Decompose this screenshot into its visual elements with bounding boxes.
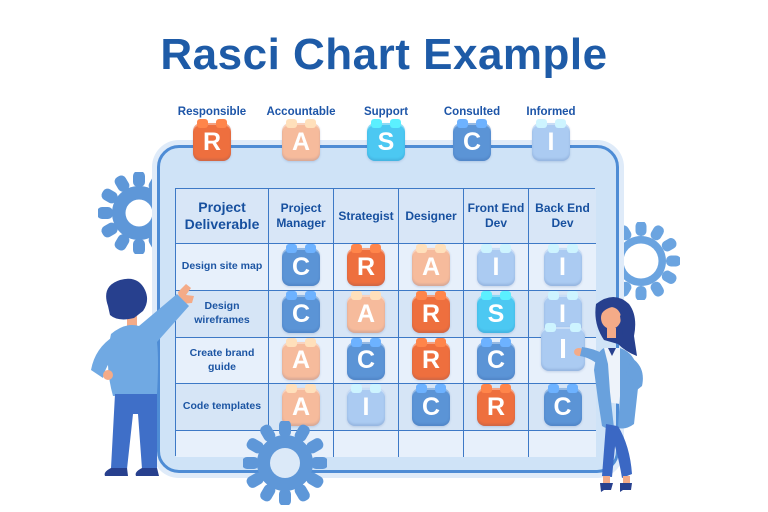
matrix-cell: R	[399, 338, 464, 384]
legend-item-informed: Informed I	[491, 106, 611, 161]
legend-tile-r: R	[193, 123, 231, 161]
matrix-cell: A	[334, 291, 399, 338]
legend-tile-c: C	[453, 123, 491, 161]
header-cell-project-manager: Project Manager	[269, 189, 334, 244]
role-tile: I	[543, 248, 582, 286]
matrix-cell: I	[529, 244, 596, 291]
matrix-cell: C	[269, 244, 334, 291]
role-tile: R	[347, 248, 385, 286]
row-label-design-site-map: Design site map	[176, 244, 269, 291]
header-cell-project-deliverable: Project Deliverable	[176, 189, 269, 244]
rasci-matrix: Project Deliverable Project Manager Stra…	[175, 188, 596, 457]
matrix-cell: S	[464, 291, 529, 338]
header-cell-front-end-dev: Front End Dev	[464, 189, 529, 244]
legend-label-support: Support	[363, 106, 409, 118]
empty-cell	[464, 431, 529, 457]
role-tile: A	[282, 388, 320, 426]
role-tile: A	[412, 248, 450, 286]
legend-tile-i: I	[532, 123, 570, 161]
row-label-design-wireframes: Design wireframes	[176, 291, 269, 338]
matrix-cell: R	[464, 384, 529, 431]
role-tile: R	[412, 295, 450, 333]
matrix-cell: C	[464, 338, 529, 384]
matrix-cell: I	[529, 291, 596, 338]
legend-tile-s: S	[367, 123, 405, 161]
matrix-cell: A	[269, 338, 334, 384]
matrix-cell: I	[464, 244, 529, 291]
matrix-cell: C	[334, 338, 399, 384]
header-cell-strategist: Strategist	[334, 189, 399, 244]
legend-item-accountable: Accountable A	[241, 106, 361, 161]
role-tile: A	[282, 341, 320, 380]
role-tile: C	[282, 248, 320, 286]
gear-icon	[243, 421, 327, 505]
role-tile: S	[477, 295, 515, 333]
matrix-cell: A	[269, 384, 334, 431]
legend-label-responsible: Responsible	[177, 106, 247, 118]
role-tile: A	[347, 295, 385, 333]
legend-label-consulted: Consulted	[443, 106, 501, 118]
role-tile: I	[477, 248, 515, 286]
legend-item-consulted: Consulted C	[412, 106, 532, 161]
role-tile: R	[477, 388, 515, 426]
legend-label-accountable: Accountable	[266, 106, 336, 118]
matrix-cell: C	[399, 384, 464, 431]
empty-cell	[334, 431, 399, 457]
role-tile: R	[412, 341, 450, 380]
role-tile: C	[347, 341, 385, 380]
legend-item-responsible: Responsible R	[152, 106, 272, 161]
header-cell-designer: Designer	[399, 189, 464, 244]
woman-figure	[574, 297, 643, 492]
matrix-cell: R	[399, 291, 464, 338]
matrix-cell: I	[334, 384, 399, 431]
matrix-cell: C	[529, 384, 596, 431]
role-tile: C	[543, 388, 582, 426]
row-label-create-brand-guide: Create brand guide	[176, 338, 269, 384]
legend-tile-a: A	[282, 123, 320, 161]
role-tile: C	[412, 388, 450, 426]
row-label-code-templates: Code templates	[176, 384, 269, 431]
empty-cell	[529, 431, 596, 457]
matrix-cell: R	[334, 244, 399, 291]
man-figure	[91, 278, 194, 476]
legend-item-support: Support S	[326, 106, 446, 161]
page-title: Rasci Chart Example	[160, 30, 608, 79]
matrix-cell: C	[269, 291, 334, 338]
role-tile: I	[347, 388, 385, 426]
legend-label-informed: Informed	[526, 106, 576, 118]
header-cell-back-end-dev: Back End Dev	[529, 189, 596, 244]
role-tile: C	[477, 341, 515, 380]
matrix-cell: A	[399, 244, 464, 291]
empty-cell	[399, 431, 464, 457]
role-tile: C	[282, 295, 320, 333]
gear-icon	[98, 172, 180, 254]
